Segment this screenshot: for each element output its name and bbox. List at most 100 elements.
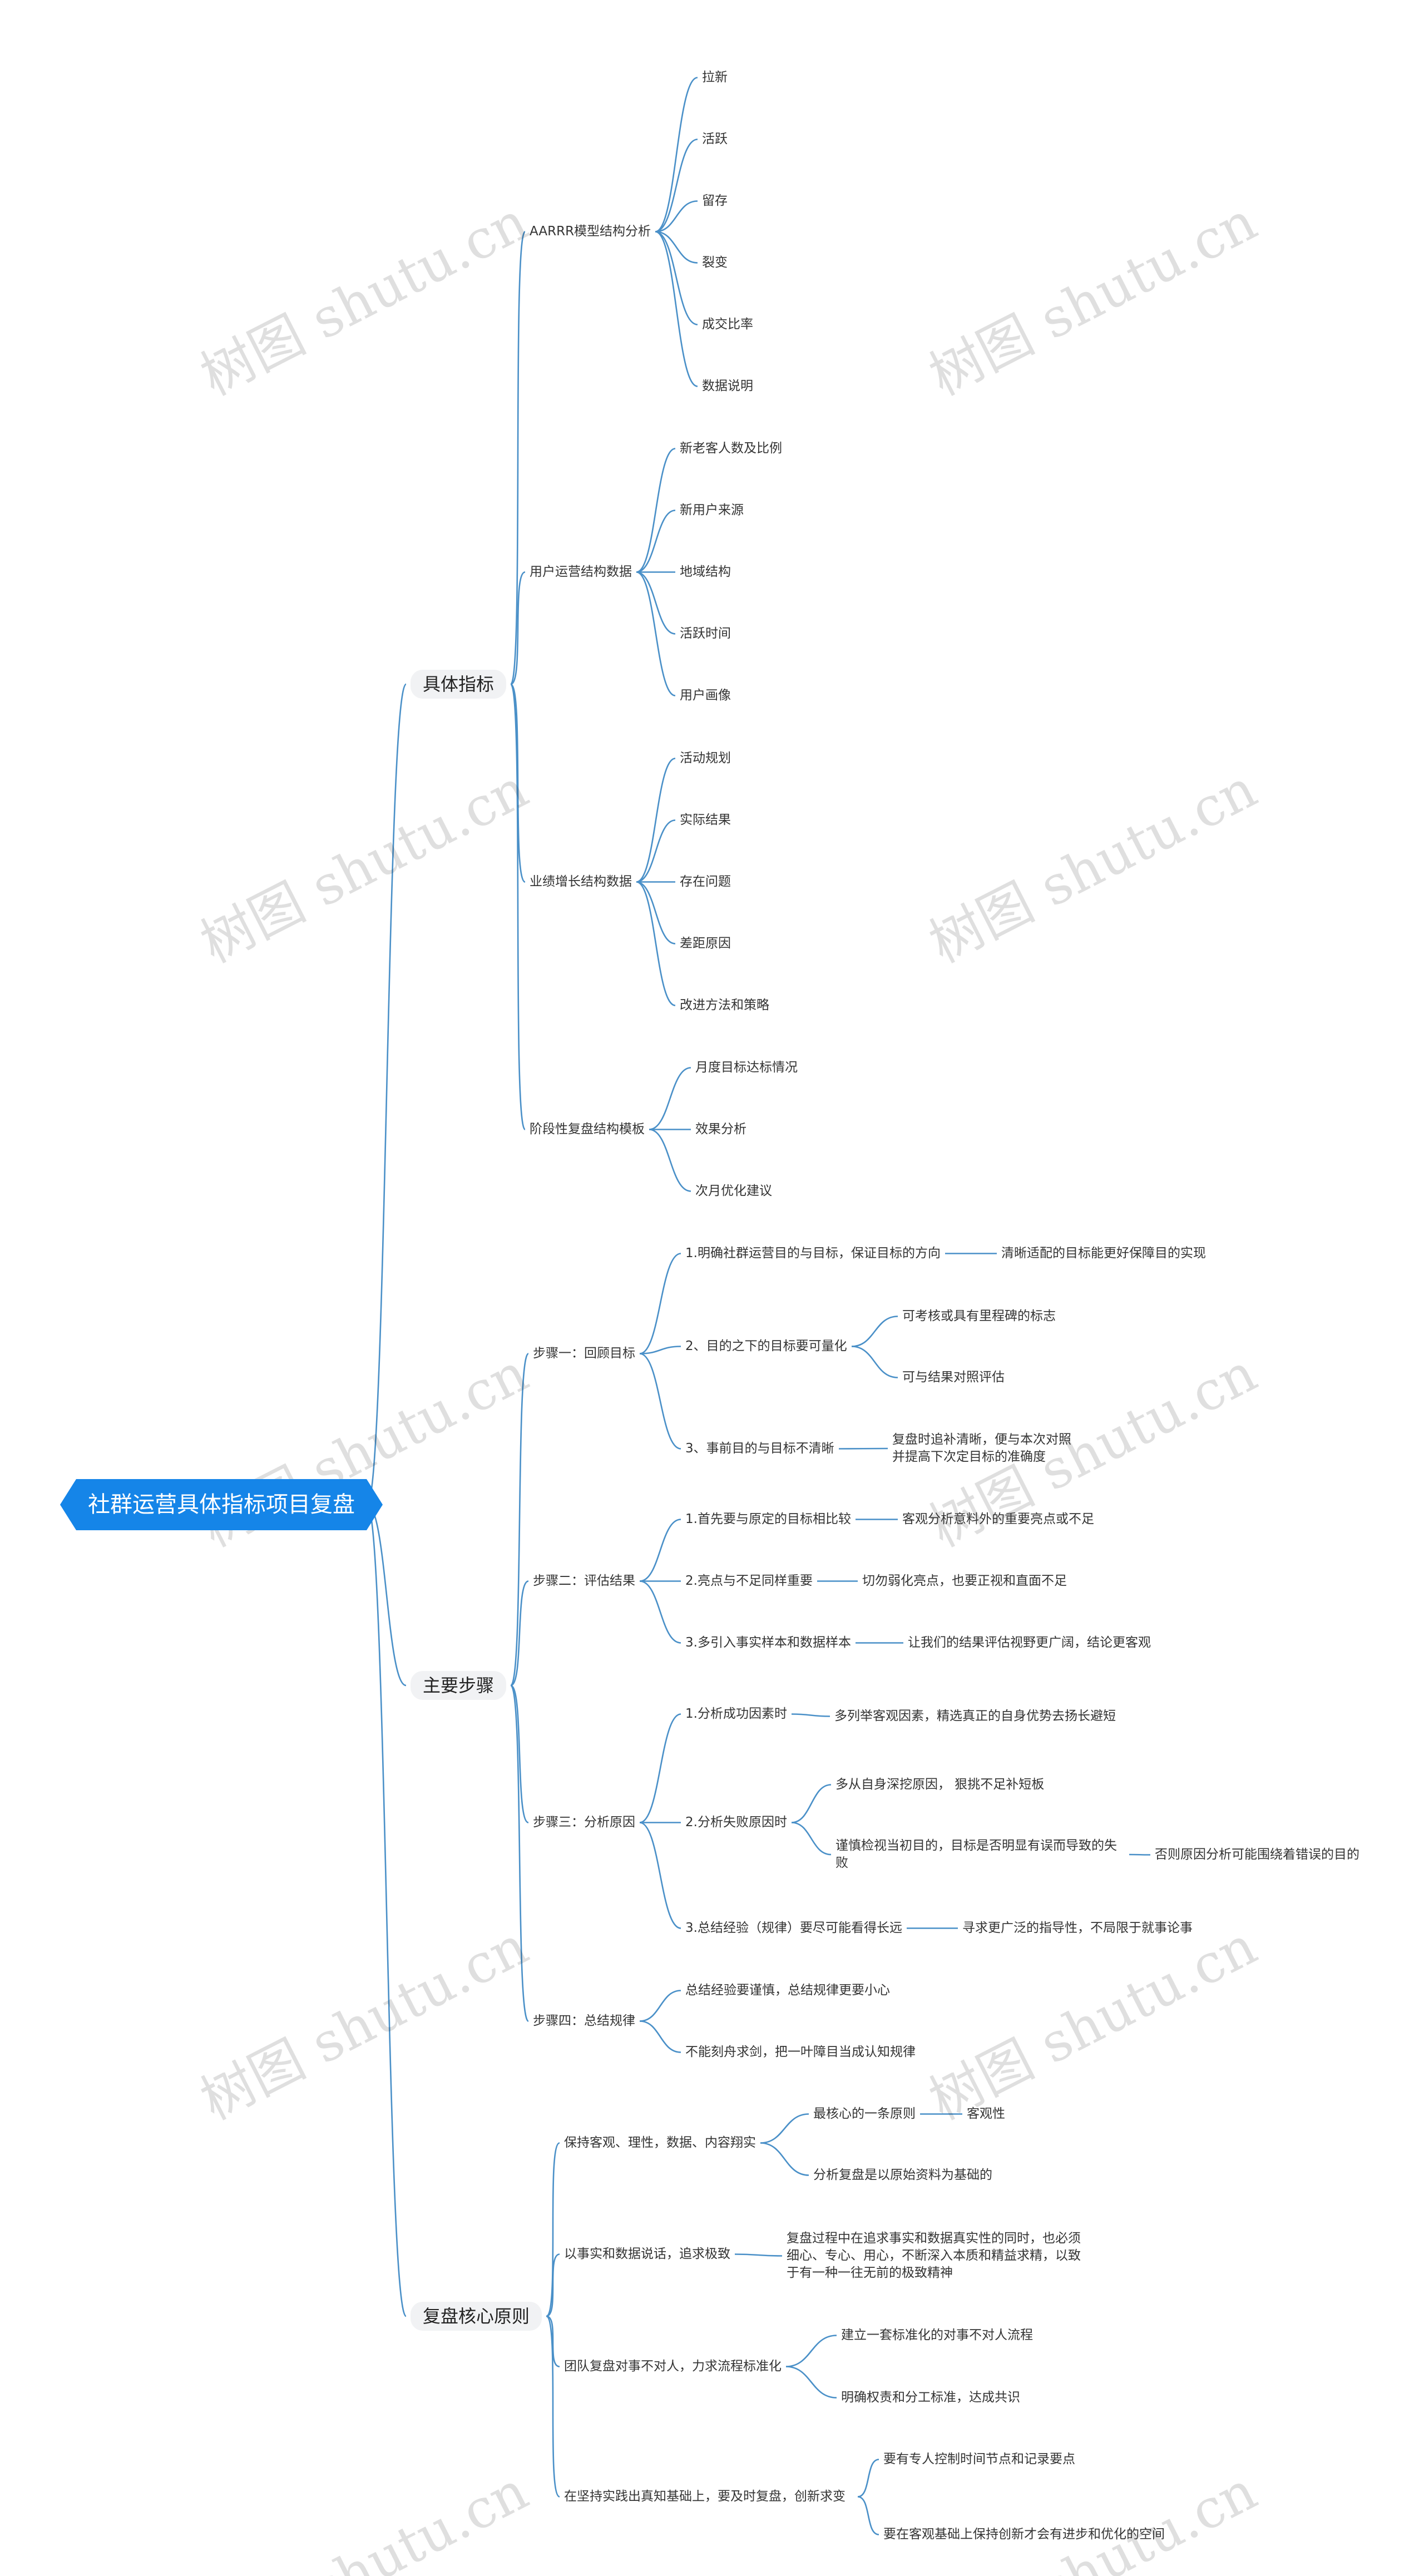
- leaf-node[interactable]: 复盘时追补清晰，便与本次对照并提高下次定目标的准确度: [892, 1432, 1071, 1464]
- connector-line: [510, 683, 526, 883]
- leaf-node[interactable]: 复盘过程中在追求事实和数据真实性的同时，也必须细心、专心、用心，不断深入本质和精…: [787, 2231, 1081, 2280]
- topic-node[interactable]: 1.分析成功因素时: [685, 1706, 787, 1721]
- topic-node[interactable]: 步骤三：分析原因: [533, 1814, 635, 1830]
- leaf-node[interactable]: 数据说明: [702, 378, 753, 393]
- topic-node[interactable]: 业绩增长结构数据: [530, 874, 632, 889]
- branch-node[interactable]: 主要步骤: [411, 1671, 507, 1700]
- leaf-node[interactable]: 用户画像: [680, 688, 731, 703]
- leaf-node[interactable]: 多列举客观因素，精选真正的自身优势去扬长避短: [834, 1708, 1116, 1723]
- leaf-node[interactable]: 裂变: [702, 255, 728, 270]
- connector-line: [636, 571, 676, 696]
- connector-line: [791, 1822, 832, 1856]
- connector-line: [639, 1822, 681, 1929]
- connector-line: [785, 2335, 837, 2367]
- connector-line: [857, 2496, 879, 2535]
- leaf-node[interactable]: 明确权责和分工标准，达成共识: [841, 2390, 1020, 2405]
- connector-line: [639, 2020, 681, 2053]
- leaf-node[interactable]: 要有专人控制时间节点和记录要点: [883, 2451, 1075, 2466]
- leaf-node[interactable]: 分析复盘是以原始资料为基础的: [813, 2167, 992, 2182]
- leaf-node[interactable]: 新老客人数及比例: [680, 441, 782, 456]
- connector-line: [785, 2366, 837, 2399]
- connector-line: [546, 2315, 560, 2367]
- leaf-node[interactable]: 效果分析: [695, 1121, 746, 1136]
- leaf-node[interactable]: 存在问题: [680, 874, 731, 889]
- leaf-node[interactable]: 成交比率: [702, 317, 753, 332]
- connector-line: [655, 139, 698, 233]
- topic-node[interactable]: 阶段性复盘结构模板: [530, 1121, 645, 1136]
- leaf-node[interactable]: 新用户来源: [680, 502, 744, 517]
- connector-line: [734, 2253, 783, 2257]
- connector-line: [510, 231, 526, 685]
- leaf-node[interactable]: 活动规划: [680, 750, 731, 765]
- topic-node[interactable]: 在坚持实践出真知基础上，要及时复盘，创新求变: [564, 2489, 846, 2504]
- connector-line: [366, 1504, 407, 2317]
- connector-line: [510, 1580, 529, 1687]
- connector-line: [639, 1353, 681, 1450]
- connector-line: [636, 448, 676, 573]
- topic-node[interactable]: 保持客观、理性，数据、内容翔实: [564, 2135, 756, 2150]
- leaf-node[interactable]: 让我们的结果评估视野更广阔，结论更客观: [908, 1635, 1151, 1650]
- topic-node[interactable]: 2.亮点与不足同样重要: [685, 1573, 813, 1588]
- leaf-node[interactable]: 差距原因: [680, 936, 731, 951]
- connector-line: [655, 231, 698, 325]
- connector-line: [546, 2253, 560, 2317]
- connector-line: [639, 1253, 681, 1354]
- root-node[interactable]: 社群运营具体指标项目复盘: [60, 1479, 383, 1530]
- leaf-node[interactable]: 否则原因分析可能围绕着错误的目的: [1155, 1847, 1359, 1862]
- connector-line: [636, 510, 676, 573]
- topic-node[interactable]: 2.分析失败原因时: [685, 1814, 787, 1830]
- leaf-node[interactable]: 月度目标达标情况: [695, 1060, 798, 1075]
- branch-node[interactable]: 具体指标: [411, 670, 507, 699]
- connector-line: [510, 683, 526, 1130]
- leaf-node[interactable]: 切勿弱化亮点，也要正视和直面不足: [862, 1573, 1067, 1588]
- leaf-node[interactable]: 次月优化建议: [695, 1183, 772, 1198]
- leaf-node[interactable]: 活跃时间: [680, 626, 731, 641]
- connector-line: [760, 2142, 809, 2176]
- topic-node[interactable]: 以事实和数据说话，追求极致: [564, 2246, 730, 2261]
- connector-line: [655, 77, 698, 233]
- leaf-node[interactable]: 拉新: [702, 70, 728, 85]
- leaf-node[interactable]: 客观分析意料外的重要亮点或不足: [902, 1511, 1094, 1526]
- connector-line: [851, 1316, 898, 1347]
- leaf-node[interactable]: 地域结构: [680, 564, 731, 579]
- leaf-node[interactable]: 留存: [702, 193, 728, 208]
- leaf-node[interactable]: 多从自身深挖原因， 狠挑不足补短板: [835, 1777, 1045, 1792]
- leaf-node[interactable]: 建立一套标准化的对事不对人流程: [841, 2327, 1033, 2342]
- leaf-node[interactable]: 不能刻舟求剑，把一叶障目当成认知规律: [685, 2044, 916, 2059]
- leaf-node[interactable]: 要在客观基础上保持创新才会有进步和优化的空间: [883, 2526, 1165, 2542]
- connector-line: [636, 758, 676, 883]
- connector-line: [655, 231, 698, 387]
- topic-node[interactable]: 谨慎检视当初目的，目标是否明显有误而导致的失败: [835, 1838, 1117, 1870]
- connector-line: [510, 1684, 530, 2022]
- topic-node[interactable]: 用户运营结构数据: [530, 564, 632, 579]
- topic-node[interactable]: AARRR模型结构分析: [530, 224, 651, 239]
- connector-line: [546, 2315, 560, 2498]
- topic-node[interactable]: 2、目的之下的目标要可量化: [685, 1338, 847, 1353]
- connector-line: [655, 200, 698, 233]
- connector-line: [791, 1713, 830, 1717]
- leaf-node[interactable]: 改进方法和策略: [680, 997, 769, 1012]
- connector-line: [639, 1990, 681, 2022]
- topic-node[interactable]: 步骤二：评估结果: [533, 1573, 635, 1588]
- topic-node[interactable]: 步骤四：总结规律: [533, 2013, 635, 2028]
- connector-line: [636, 881, 676, 945]
- leaf-node[interactable]: 可与结果对照评估: [902, 1369, 1005, 1385]
- topic-node[interactable]: 1.明确社群运营目的与目标，保证目标的方向: [685, 1245, 941, 1260]
- leaf-node[interactable]: 可考核或具有里程碑的标志: [902, 1308, 1056, 1323]
- topic-node[interactable]: 步骤一：回顾目标: [533, 1346, 635, 1361]
- leaf-node[interactable]: 总结经验要谨慎，总结规律更要小心: [685, 1982, 890, 1997]
- topic-node[interactable]: 1.首先要与原定的目标相比较: [685, 1511, 851, 1526]
- leaf-node[interactable]: 客观性: [967, 2106, 1005, 2121]
- connector-line: [649, 1129, 691, 1192]
- topic-node[interactable]: 最核心的一条原则: [813, 2106, 916, 2121]
- leaf-node[interactable]: 活跃: [702, 131, 728, 146]
- topic-node[interactable]: 3.多引入事实样本和数据样本: [685, 1635, 851, 1650]
- leaf-node[interactable]: 清晰适配的目标能更好保障目的实现: [1001, 1245, 1206, 1260]
- leaf-node[interactable]: 寻求更广泛的指导性，不局限于就事论事: [962, 1920, 1193, 1935]
- connector-line: [857, 2459, 879, 2498]
- topic-node[interactable]: 3.总结经验（规律）要尽可能看得长远: [685, 1920, 902, 1935]
- leaf-node[interactable]: 实际结果: [680, 812, 731, 827]
- topic-node[interactable]: 团队复盘对事不对人，力求流程标准化: [564, 2359, 782, 2374]
- branch-node[interactable]: 复盘核心原则: [411, 2302, 542, 2331]
- topic-node[interactable]: 3、事前目的与目标不清晰: [685, 1441, 834, 1456]
